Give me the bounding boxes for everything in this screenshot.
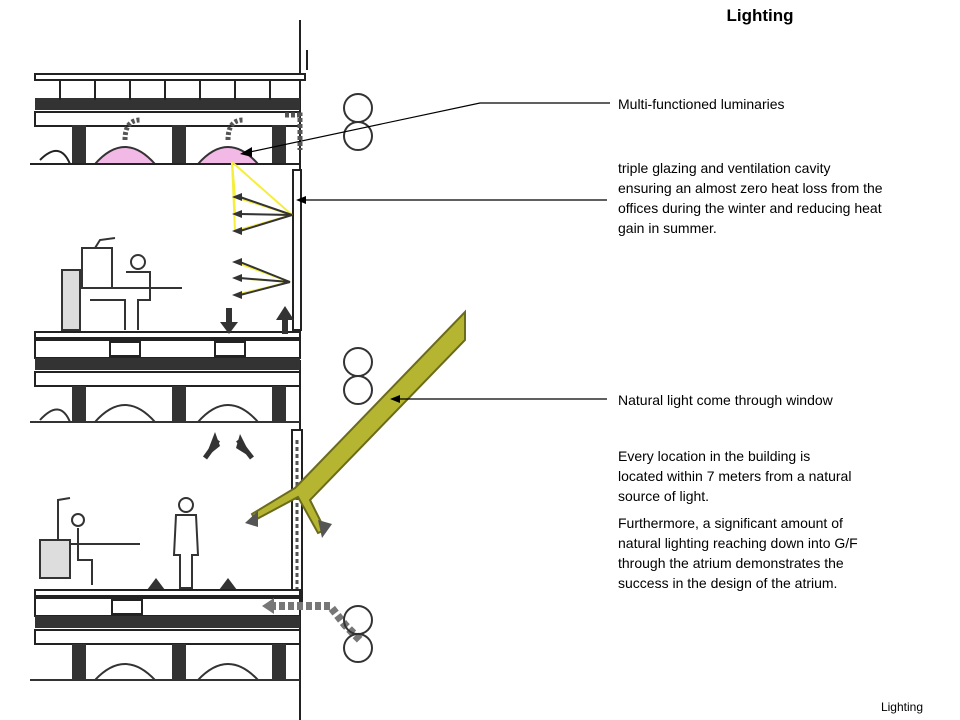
airflow-arrows-upper (220, 306, 294, 334)
person-silhouette (172, 497, 200, 589)
callout-lines (244, 102, 610, 400)
reflected-arrows (239, 196, 293, 296)
lower-slab (30, 589, 301, 681)
workstation-upper (61, 237, 182, 331)
natural-light-label: Natural light come through window (618, 392, 833, 408)
airflow-arrows-lower (202, 432, 254, 460)
workstation-lower (39, 497, 140, 585)
glazing-label: triple glazing and ventilation cavity en… (618, 160, 883, 236)
glazing-panel-upper (292, 169, 302, 331)
luminaires-lower (30, 404, 300, 423)
middle-slab (34, 331, 301, 422)
location-label: Every location in the building is locate… (618, 448, 852, 504)
slide-footer: Lighting (880, 700, 923, 714)
sunlight-beam (245, 309, 466, 538)
atrium-label: Furthermore, a significant amount of nat… (618, 515, 858, 591)
atrium-fan-symbols (343, 93, 373, 663)
top-slab (34, 73, 306, 163)
slide-title: Lighting (726, 6, 794, 25)
luminaires-upper (30, 117, 300, 165)
luminaries-label: Multi-functioned luminaries (618, 96, 785, 112)
